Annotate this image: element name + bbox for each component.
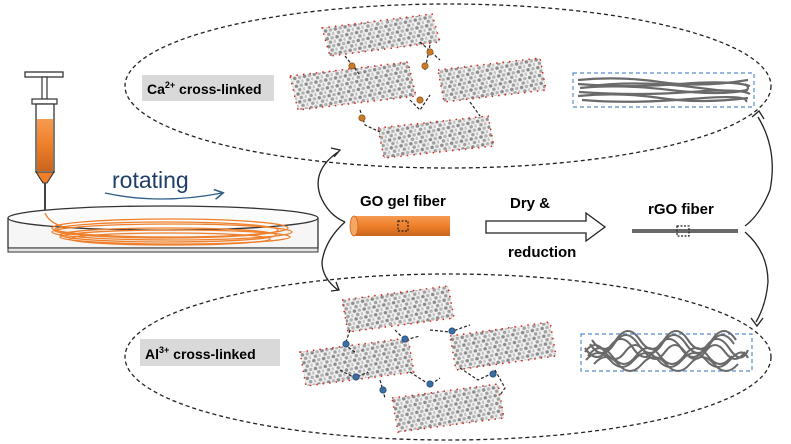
process-arrow-icon: [485, 211, 607, 243]
dry-reduction-line2: reduction: [508, 244, 576, 261]
al-graphene-sheets: [299, 285, 557, 433]
go-gel-fiber-label: GO gel fiber: [360, 193, 446, 210]
graphene-sheet: [321, 13, 441, 57]
al-label-box: [140, 339, 280, 366]
rotation-arrow-icon: [104, 193, 222, 200]
al-crosslinked-label: Al3+ cross-linked: [145, 345, 256, 362]
go-gel-fiber-icon: [349, 215, 450, 237]
curved-arrow-left: [317, 147, 346, 292]
petri-dish-icon: [7, 205, 319, 253]
graphene-sheet: [341, 285, 455, 333]
graphene-sheet: [391, 383, 505, 433]
al-crosslinked-region: [124, 273, 772, 441]
graphene-sheet: [377, 115, 495, 159]
ca-ions: [348, 48, 434, 122]
syringe-icon: [24, 71, 64, 213]
curved-arrow-right: [744, 110, 773, 328]
ca-label-box: [142, 75, 274, 101]
ca-graphene-sheets: [289, 13, 547, 159]
rotating-label: rotating: [112, 167, 189, 193]
al-fiber-bundle: [580, 329, 753, 373]
graphene-sheet: [437, 57, 547, 103]
rgo-fiber-label: rGO fiber: [648, 201, 714, 218]
graphene-sheet: [299, 337, 415, 387]
graphene-sheet: [449, 321, 557, 371]
orange-fiber-coil: [44, 212, 293, 246]
ca-crosslinked-region: [124, 3, 772, 169]
ca-fiber-bundle: [572, 72, 755, 108]
dry-reduction-line1: Dry &: [510, 195, 550, 212]
al-ions: [342, 327, 497, 394]
graphene-sheet: [289, 61, 417, 111]
ca-crosslinked-label: Ca2+ cross-linked: [147, 80, 262, 97]
rgo-fiber-icon: [632, 225, 738, 237]
